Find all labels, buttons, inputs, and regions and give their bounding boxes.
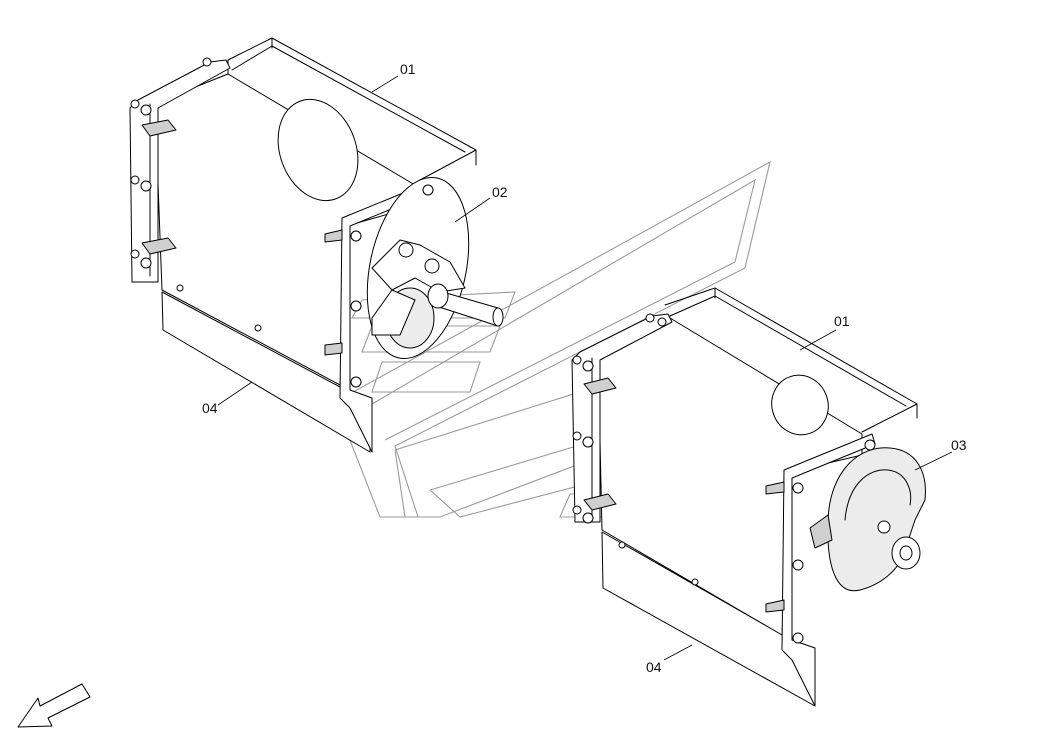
- gearbox-cover-right: [827, 447, 926, 592]
- right-assembly: [571, 287, 926, 707]
- callout-01-right: 01: [834, 313, 850, 329]
- left-assembly: [129, 37, 504, 453]
- tab-left-2: [141, 237, 177, 255]
- arrow-down-left-icon: [17, 683, 91, 728]
- bolts-rear-left: [130, 57, 262, 332]
- leader-lines: [217, 75, 953, 661]
- bolts-front-left: [324, 184, 434, 388]
- bolts-rear-right: [572, 313, 699, 586]
- rear-frame-right: [571, 313, 673, 523]
- rear-frame-left: [129, 59, 231, 283]
- bolts-front-right: [765, 439, 876, 644]
- bearing-bracket-left: [371, 239, 466, 293]
- callout-03: 03: [951, 437, 967, 453]
- top-rod-left: [227, 37, 477, 166]
- top-rod-right: [664, 287, 918, 419]
- callout-02: 02: [492, 184, 508, 200]
- tab-left-1: [141, 119, 177, 137]
- callout-04-left: 04: [202, 400, 218, 416]
- callout-01-left: 01: [400, 61, 416, 77]
- tab-right-1: [583, 377, 617, 395]
- front-plate-right: [781, 433, 876, 707]
- callout-labels: 01 02 04 01 03 04: [202, 61, 967, 675]
- drum-left: [277, 98, 359, 202]
- callout-04-right: 04: [646, 659, 662, 675]
- tab-right-2: [583, 493, 617, 511]
- drum-right: [771, 374, 829, 436]
